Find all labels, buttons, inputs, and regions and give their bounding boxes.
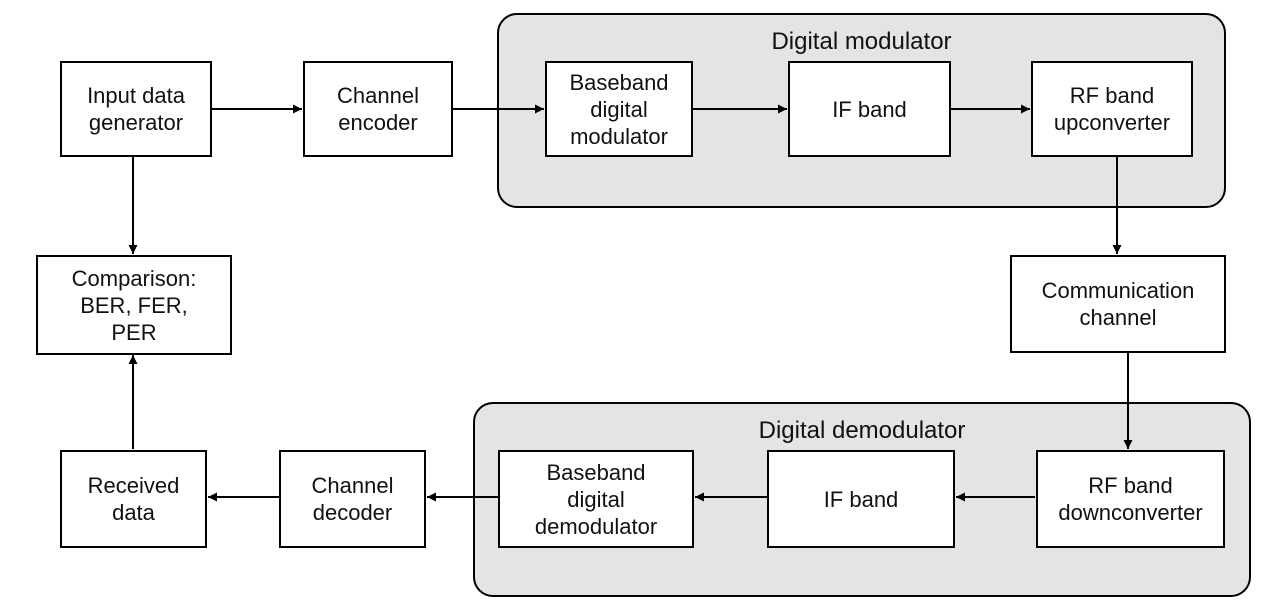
baseband-digital-modulator-block: Baseband digital modulator: [545, 61, 693, 157]
received-data-label: Received data: [87, 473, 180, 525]
rf-band-downconverter-block: RF band downconverter: [1036, 450, 1225, 548]
baseband-digital-modulator-label: Baseband digital modulator: [569, 69, 669, 149]
communication-channel-block: Communication channel: [1010, 255, 1226, 353]
channel-decoder-label: Channel decoder: [311, 473, 394, 525]
rf-band-upconverter-label: RF band upconverter: [1053, 83, 1171, 135]
rf-band-upconverter-block: RF band upconverter: [1031, 61, 1193, 157]
comparison-block: Comparison: BER, FER, PER: [36, 255, 232, 355]
channel-encoder-label: Channel encoder: [337, 83, 419, 135]
received-data-block: Received data: [60, 450, 207, 548]
if-band-rx-block: IF band: [767, 450, 955, 548]
if-band-tx-block: IF band: [788, 61, 951, 157]
if-band-rx-label: IF band: [823, 486, 899, 512]
communication-channel-label: Communication channel: [1041, 278, 1195, 330]
input-data-generator-label: Input data generator: [87, 83, 185, 135]
digital-demodulator-title: Digital demodulator: [758, 417, 966, 444]
if-band-tx-label: IF band: [832, 96, 907, 122]
baseband-digital-demodulator-label: Baseband digital demodulator: [534, 459, 658, 539]
input-data-generator-block: Input data generator: [60, 61, 212, 157]
channel-decoder-block: Channel decoder: [279, 450, 426, 548]
rf-band-downconverter-label: RF band downconverter: [1058, 473, 1203, 525]
baseband-digital-demodulator-block: Baseband digital demodulator: [498, 450, 694, 548]
comparison-label: Comparison: BER, FER, PER: [71, 265, 197, 345]
digital-modulator-title: Digital modulator: [771, 28, 952, 55]
channel-encoder-block: Channel encoder: [303, 61, 453, 157]
